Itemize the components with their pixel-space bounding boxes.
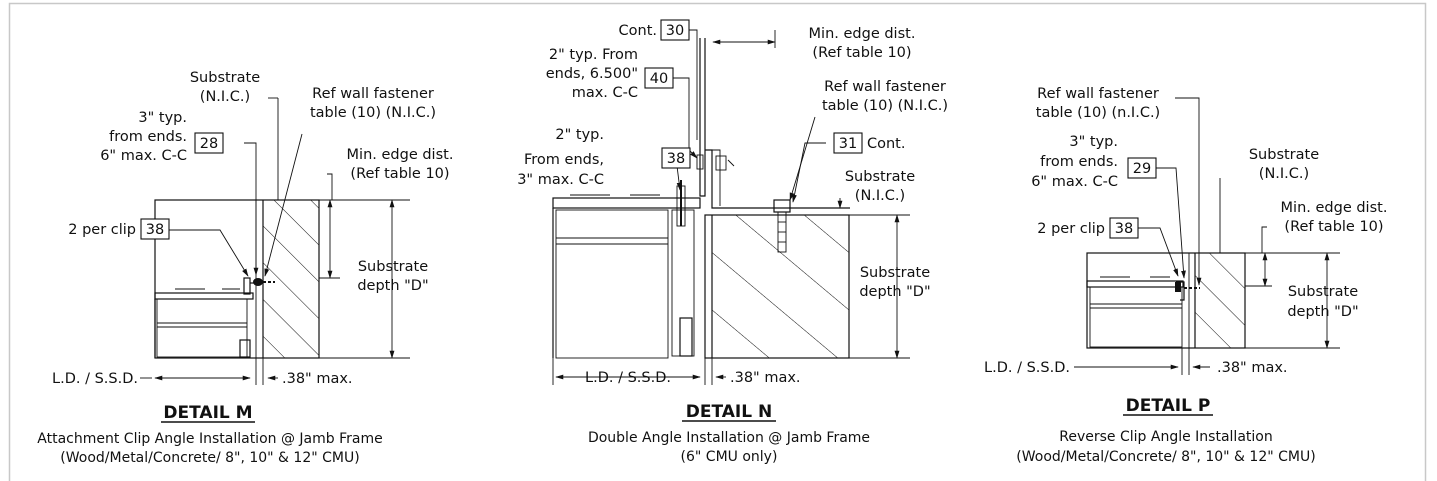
jamb-frame-section: [154, 277, 254, 358]
jamb-frame-section: [1086, 276, 1184, 348]
m-substrate-label: Substrate: [190, 70, 260, 86]
n-cont-right: Cont.: [867, 136, 905, 152]
sheet-border: [8, 2, 1427, 481]
p-per-clip-label: 2 per clip: [1037, 221, 1105, 237]
m-spacing-line3: 6" max. C-C: [100, 148, 187, 164]
substrate-hatch: [263, 200, 319, 358]
n-substrate-nic: (N.I.C.): [855, 188, 905, 204]
p-per-clip-tag: 38: [1115, 221, 1133, 237]
detail-p-title: DETAIL P: [1126, 396, 1211, 416]
p-spacing-line2: from ends.: [1040, 154, 1118, 170]
detail-p-caption1: Reverse Clip Angle Installation: [1059, 429, 1272, 445]
detail-n: Cont. 30 Min. edge dist. (Ref table 10) …: [517, 19, 948, 465]
m-per-clip-label: 2 per clip: [68, 222, 136, 238]
n-from-ends-line2: ends, 6.500": [546, 66, 638, 82]
p-ld-ssd: L.D. / S.S.D.: [984, 360, 1070, 376]
detail-m: Substrate (N.I.C.) Ref wall fastener tab…: [37, 70, 453, 466]
m-per-clip-tag: 38: [146, 222, 164, 238]
m-gap-max: .38" max.: [282, 371, 353, 387]
m-depth-d: depth "D": [357, 278, 428, 294]
n-min-edge-ref: (Ref table 10): [812, 45, 911, 61]
n-gap-max: .38" max.: [730, 370, 801, 386]
n-min-edge-label: Min. edge dist.: [809, 26, 916, 42]
detail-p-caption2: (Wood/Metal/Concrete/ 8", 10" & 12" CMU): [1016, 449, 1315, 465]
n-depth-label: Substrate: [860, 265, 930, 281]
detail-n-title: DETAIL N: [686, 402, 772, 422]
p-ref-wall-label: Ref wall fastener: [1037, 86, 1159, 102]
p-spacing-line1: 3" typ.: [1069, 134, 1118, 150]
n-ref-wall-label: Ref wall fastener: [824, 79, 946, 95]
detail-p: Ref wall fastener table (10) (n.I.C.) 3"…: [984, 86, 1387, 465]
n-from-ends-line1: 2" typ. From: [549, 47, 638, 63]
p-depth-label: Substrate: [1288, 284, 1358, 300]
n-ref-wall-table: table (10) (N.I.C.): [822, 98, 948, 114]
jamb-frame-section: [552, 194, 701, 359]
n-depth-d: depth "D": [859, 284, 930, 300]
detail-m-title: DETAIL M: [163, 403, 252, 423]
clip-angle: [250, 278, 275, 286]
detail-m-caption2: (Wood/Metal/Concrete/ 8", 10" & 12" CMU): [60, 450, 359, 466]
n-from-ends-line3: max. C-C: [572, 85, 638, 101]
p-ref-wall-table: table (10) (n.I.C.): [1036, 105, 1160, 121]
detail-m-caption1: Attachment Clip Angle Installation @ Jam…: [37, 431, 382, 447]
p-gap-max: .38" max.: [1217, 360, 1288, 376]
n-typ-line3: 3" max. C-C: [517, 172, 604, 188]
p-min-edge-label: Min. edge dist.: [1281, 200, 1388, 216]
n-substrate-label: Substrate: [845, 169, 915, 185]
m-spacing-tag: 28: [200, 136, 218, 152]
n-cont-top-tag: 30: [666, 23, 684, 39]
reverse-clip-angle: [1175, 281, 1200, 301]
p-depth-d: depth "D": [1287, 304, 1358, 320]
m-ld-ssd: L.D. / S.S.D.: [52, 371, 138, 387]
n-typ-line1: 2" typ.: [555, 127, 604, 143]
m-min-edge-label: Min. edge dist.: [347, 147, 454, 163]
m-spacing-line2: from ends.: [109, 129, 187, 145]
n-cont-right-tag: 31: [839, 136, 857, 152]
p-spacing-line3: 6" max. C-C: [1031, 174, 1118, 190]
p-min-edge-ref: (Ref table 10): [1284, 219, 1383, 235]
detail-n-caption1: Double Angle Installation @ Jamb Frame: [588, 430, 870, 446]
n-typ-tag: 38: [667, 151, 685, 167]
m-ref-wall-table: table (10) (N.I.C.): [310, 105, 436, 121]
n-typ-line2: From ends,: [524, 152, 604, 168]
substrate-hatch: [712, 215, 849, 358]
m-depth-label: Substrate: [358, 259, 428, 275]
detail-n-caption2: (6" CMU only): [681, 449, 778, 465]
m-substrate-nic: (N.I.C.): [200, 89, 250, 105]
m-ref-wall-label: Ref wall fastener: [312, 86, 434, 102]
substrate-hatch: [1195, 253, 1245, 348]
m-min-edge-ref: (Ref table 10): [350, 166, 449, 182]
p-spacing-tag: 29: [1133, 161, 1151, 177]
p-substrate-nic: (N.I.C.): [1259, 166, 1309, 182]
n-ld-ssd: L.D. / S.S.D.: [585, 370, 671, 386]
m-spacing-line1: 3" typ.: [138, 110, 187, 126]
n-from-ends-tag: 40: [650, 71, 668, 87]
p-substrate-label: Substrate: [1249, 147, 1319, 163]
n-cont-top: Cont.: [619, 23, 657, 39]
